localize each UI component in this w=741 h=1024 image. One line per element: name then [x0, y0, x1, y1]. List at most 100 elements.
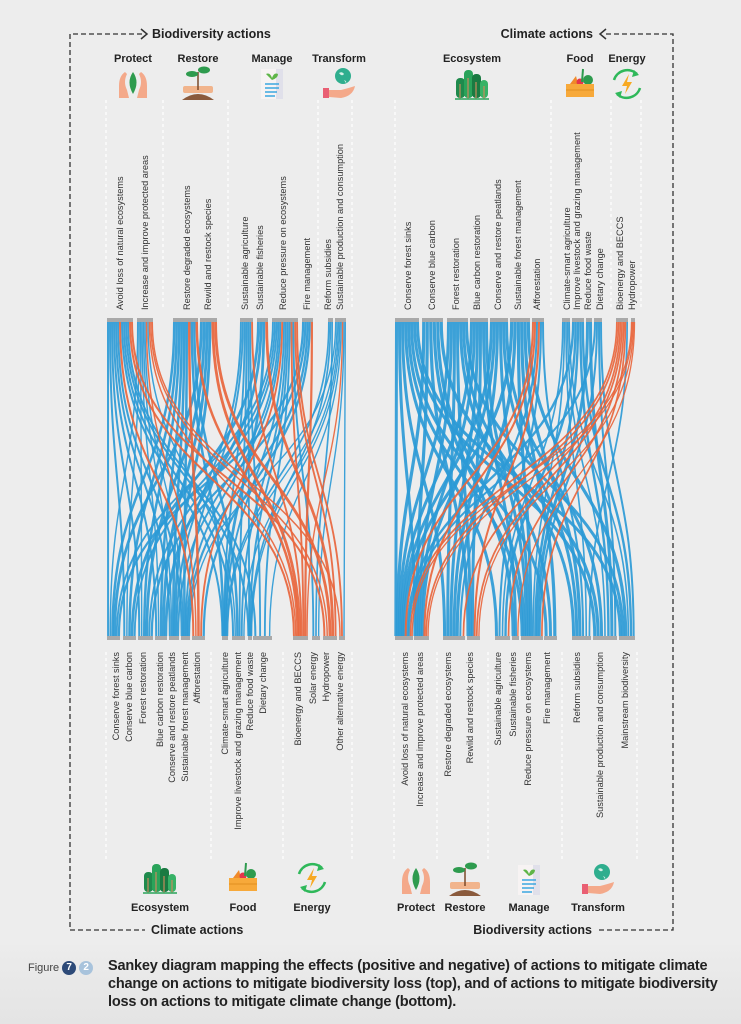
positive-flow — [250, 321, 341, 637]
positive-flow — [161, 321, 209, 637]
sankey-node — [169, 636, 179, 640]
positive-flow — [141, 321, 160, 637]
node-label: Blue carbon restoration — [155, 652, 165, 747]
sankey-node — [240, 318, 253, 322]
group-label: Transform — [571, 902, 625, 914]
sankey-node — [192, 636, 205, 640]
node-label: Mainstream biodiversity — [620, 652, 630, 749]
sankey-node — [137, 318, 153, 322]
group-label: Ecosystem — [131, 902, 189, 914]
node-label: Forest restoration — [451, 238, 461, 310]
node-label: Sustainable fisheries — [255, 225, 265, 310]
node-label: Other alternative energy — [335, 652, 345, 751]
group-label: Manage — [252, 53, 293, 65]
group-separators — [105, 100, 642, 860]
node-label: Afforestation — [192, 652, 202, 703]
negative-flow — [475, 321, 623, 637]
node-label: Fire management — [542, 652, 552, 724]
sankey-node — [232, 636, 245, 640]
node-label: Bioenergy and BECCS — [293, 652, 303, 745]
positive-flow — [190, 321, 225, 637]
sankey-node — [173, 318, 198, 322]
figure-caption: Figure 7 2 Sankey diagram mapping the ef… — [0, 945, 741, 1024]
positive-flow — [446, 321, 456, 637]
group-label: Restore — [178, 53, 219, 65]
sankey-node — [510, 318, 530, 322]
node-label: Dietary change — [258, 652, 268, 714]
positive-flow — [406, 321, 575, 637]
negative-flow — [404, 321, 534, 637]
positive-flow — [240, 321, 287, 637]
negative-flow — [195, 321, 299, 637]
positive-flow — [579, 321, 610, 637]
node-label: Increase and improve protected areas — [415, 652, 425, 807]
negative-flow — [214, 321, 332, 637]
positive-flow — [109, 321, 139, 637]
positive-flow — [175, 321, 242, 637]
negative-flow — [462, 321, 622, 637]
node-label: Conserve blue carbon — [427, 220, 437, 310]
positive-flow — [223, 321, 266, 637]
group-label: Protect — [114, 53, 152, 65]
protect-hands-leaf-icon — [402, 868, 430, 894]
protect-hands-leaf-icon — [119, 72, 147, 98]
nodes — [107, 318, 635, 640]
positive-flow — [399, 321, 473, 637]
section-title-bottom-left: Climate actions — [151, 923, 243, 937]
negative-flow — [423, 321, 536, 637]
sankey-node — [257, 318, 268, 322]
sankey-node — [200, 318, 217, 322]
negative-flow — [409, 321, 618, 637]
sankey-node — [593, 636, 617, 640]
sankey-node — [414, 636, 429, 640]
negative-flow — [145, 321, 197, 637]
restore-seedling-icon — [181, 65, 215, 101]
arrow-right-icon — [140, 28, 149, 40]
node-label: Reform subsidies — [572, 652, 582, 723]
sankey-node — [395, 318, 419, 322]
energy-cycle-icon — [612, 68, 642, 100]
negative-flow — [427, 321, 634, 637]
sankey-node — [253, 636, 272, 640]
sankey-node — [521, 636, 543, 640]
sankey-node — [302, 318, 313, 322]
food-crate-icon — [565, 68, 595, 98]
section-title-top-right: Climate actions — [501, 27, 593, 41]
negative-flow — [200, 321, 284, 637]
node-label: Reform subsidies — [323, 239, 333, 310]
positive-flow — [407, 321, 596, 637]
chapter-badge: 7 — [62, 961, 77, 975]
positive-flow — [125, 321, 250, 637]
sankey-node — [107, 318, 133, 322]
positive-flow — [566, 321, 606, 637]
node-label: Improve livestock and grazing management — [233, 652, 243, 830]
positive-flow — [185, 321, 282, 637]
node-label: Reduce food waste — [583, 231, 593, 310]
figure-number-badge: 2 — [79, 961, 94, 975]
group-label: Energy — [293, 902, 331, 914]
node-label: Bioenergy and BECCS — [615, 217, 625, 310]
positive-flow — [600, 321, 635, 637]
flows — [107, 321, 636, 637]
section-title-top-left: Biodiversity actions — [152, 27, 271, 41]
node-label: Increase and improve protected areas — [140, 155, 150, 310]
group-label: Food — [567, 53, 594, 65]
figure-word: Figure — [28, 962, 60, 974]
node-label: Conserve blue carbon — [124, 652, 134, 742]
sankey-node — [248, 636, 252, 640]
sankey-node — [447, 318, 468, 322]
negative-flow — [251, 321, 303, 637]
positive-flow — [455, 321, 517, 637]
positive-flow — [400, 321, 493, 637]
positive-flow — [452, 321, 499, 637]
node-label: Dietary change — [595, 248, 605, 310]
sankey-node — [594, 318, 602, 322]
sankey-node — [328, 318, 333, 322]
negative-flow — [507, 321, 625, 637]
sankey-node — [335, 318, 346, 322]
node-label: Avoid loss of natural ecosystems — [115, 176, 125, 310]
node-label: Sustainable production and consumption — [335, 144, 345, 310]
positive-flow — [538, 321, 598, 637]
negative-flow — [517, 321, 636, 637]
